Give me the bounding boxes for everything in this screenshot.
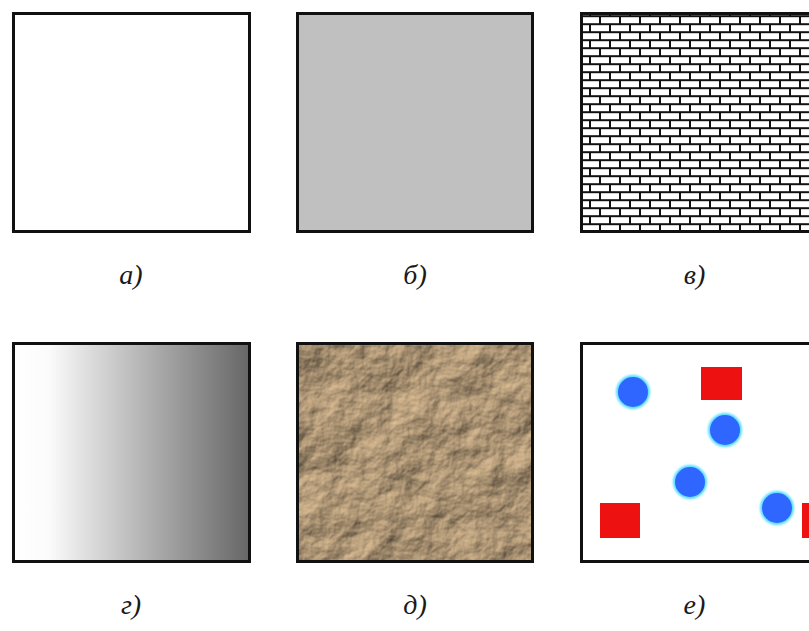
fill-sample-box: а) [12,12,250,292]
fill-sample-box: г) [12,342,250,622]
pattern-fill [582,14,809,232]
fill-sample-box: е) [580,342,809,622]
image-fill [582,344,809,562]
white-fill [14,14,250,232]
fill-sample-box: д) [296,342,534,622]
variant-letter: д) [296,588,534,622]
fill-sample-box: б) [296,12,534,292]
grey-fill [298,14,533,232]
variant-letter: в) [580,258,809,292]
texture-border [298,344,533,562]
texture-fill [298,344,532,561]
variant-letter: б) [296,258,534,292]
fill-sample-box: в) [580,12,809,292]
red-squares [600,367,809,538]
variant-letter: г) [12,588,250,622]
variant-letter: е) [580,588,809,622]
gradient-fill [14,344,250,562]
variant-letter: а) [12,258,250,292]
